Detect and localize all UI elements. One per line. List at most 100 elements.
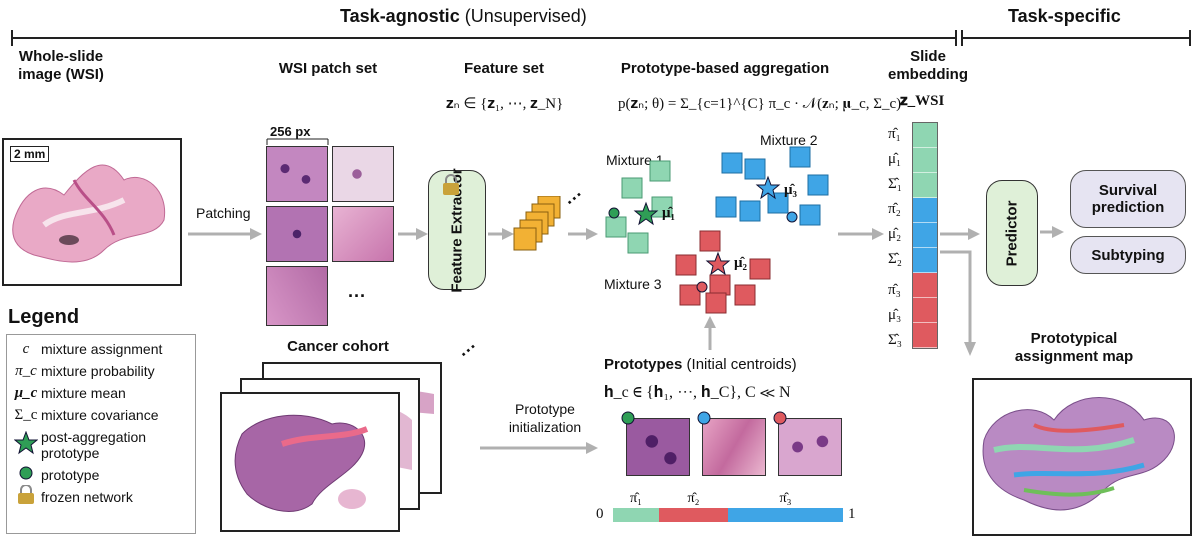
lock-icon — [18, 483, 34, 504]
emb-cell-2 — [913, 148, 937, 173]
arrow-to-outputs — [1040, 226, 1064, 238]
subtyping-label: Subtyping — [1091, 246, 1165, 264]
prototype-marker-green — [621, 411, 635, 425]
legend-text-frozen: frozen network — [41, 489, 133, 505]
legend-row-frozen: frozen network — [11, 483, 191, 510]
patch-5 — [266, 266, 328, 326]
assignment-map-title: Prototypical assignment map — [1014, 330, 1134, 365]
cohort-tissue-1-icon — [234, 414, 369, 512]
aggregation-title: Prototype-based aggregation — [620, 60, 830, 77]
prototypes-formula: 𝐡_c ∈ {𝐡₁, ⋯, 𝐡_C}, C ≪ N — [604, 384, 791, 401]
prototype-patch-3 — [778, 418, 842, 476]
arrow-to-feature-set — [488, 228, 514, 240]
mixture-3-label: Mixture 3 — [604, 276, 662, 292]
legend-text-pi: mixture probability — [41, 363, 155, 379]
emb-label-7: μ̂₃ — [888, 307, 902, 323]
probability-segment-1 — [613, 508, 659, 522]
assignment-map-tissue-icon — [982, 397, 1175, 511]
survival-prediction-box: Survival prediction — [1070, 170, 1186, 228]
prototypes-header: Prototypes (Initial centroids) — [604, 356, 797, 373]
emb-label-6: π̂₃ — [888, 282, 901, 298]
bar-end-label: 1 — [848, 506, 856, 522]
slide-embedding-bar — [912, 122, 938, 349]
mu2-label: μ̂₂ — [734, 255, 748, 271]
header-task-agnostic-text: Task-agnostic — [340, 6, 460, 26]
emb-label-2: Σ̂₁ — [888, 176, 902, 192]
prototype-patch-2 — [702, 418, 766, 476]
emb-cell-7 — [913, 273, 937, 298]
legend-box: c mixture assignment π_c mixture probabi… — [6, 334, 196, 534]
probability-segment-3 — [728, 508, 843, 522]
aggregation-formula: p(𝐳ₙ; θ) = Σ_{c=1}^{C} π_c · 𝒩(𝐳ₙ; 𝛍_c, … — [618, 96, 902, 112]
legend-lock-wrap — [11, 483, 41, 510]
emb-label-1: μ̂₁ — [888, 151, 902, 167]
wsi-title: Whole-slide image (WSI) — [18, 48, 104, 83]
probability-segment-2 — [659, 508, 728, 522]
arrow-to-assignment-map — [940, 250, 976, 356]
patch-set-title: WSI patch set — [278, 60, 378, 77]
probability-label-3: π̂₃ — [780, 491, 792, 506]
emb-cell-6 — [913, 248, 937, 273]
mixture-plot — [605, 146, 829, 314]
arrow-to-prototypes — [480, 442, 598, 454]
mu3-label: μ̂₃ — [784, 182, 798, 198]
cohort-ellipsis: ··· — [455, 336, 482, 364]
emb-cell-1 — [913, 123, 937, 148]
patch-1 — [266, 146, 328, 202]
cancer-cohort-title: Cancer cohort — [287, 338, 389, 355]
emb-label-8: Σ̂₃ — [888, 332, 902, 348]
emb-cell-8 — [913, 298, 937, 323]
prototype-marker-blue — [697, 411, 711, 425]
arrow-to-extractor — [398, 228, 428, 240]
mixture-1-label: Mixture 1 — [606, 152, 664, 168]
feature-set-formula: 𝐳ₙ ∈ {𝐳₁, ⋯, 𝐳_N} — [446, 96, 564, 112]
header-bracket — [11, 30, 1191, 46]
legend-text-post-prototype: post-aggregation prototype — [41, 429, 147, 461]
legend-row-mu: μ_c mixture mean — [11, 382, 191, 404]
header-unsupervised-text: (Unsupervised) — [464, 6, 587, 26]
wsi-image: 2 mm — [2, 138, 182, 286]
legend-text-mu: mixture mean — [41, 385, 126, 401]
legend-sym-mu: μ_c — [14, 384, 38, 401]
emb-label-3: π̂₂ — [888, 201, 901, 217]
arrow-to-predictor — [940, 228, 980, 240]
mu1-label: μ̂₁ — [662, 205, 676, 221]
emb-cell-3 — [913, 173, 937, 198]
emb-label-4: μ̂₂ — [888, 226, 902, 242]
header-task-specific: Task-specific — [1008, 6, 1121, 26]
slide-embedding-title: Slide embedding — [887, 48, 968, 83]
patch-2 — [332, 146, 394, 202]
emb-label-0: π̂₁ — [888, 126, 901, 142]
arrow-to-aggregation — [568, 228, 598, 240]
legend-title: Legend — [8, 306, 80, 328]
legend-sym-sigma: Σ_c — [14, 406, 38, 423]
feature-cubes-icon — [513, 196, 561, 251]
patch-4 — [332, 206, 394, 262]
predictor-box: Predictor — [986, 180, 1038, 286]
patching-arrow — [188, 228, 262, 240]
feature-set-title: Feature set — [463, 60, 545, 77]
emb-cell-9 — [913, 323, 937, 348]
arrow-up-from-prototypes — [704, 316, 716, 350]
survival-prediction-label: Survival prediction — [1091, 182, 1165, 216]
patch-size-bracket — [266, 138, 329, 145]
legend-sym-c: c — [22, 340, 30, 357]
legend-row-c: c mixture assignment — [11, 338, 191, 360]
legend-text-sigma: mixture covariance — [41, 407, 159, 423]
prototype-patch-1 — [626, 418, 690, 476]
init-label: Prototype initialization — [508, 401, 582, 435]
legend-text-c: mixture assignment — [41, 341, 163, 357]
prototypes-subtitle: (Initial centroids) — [686, 356, 797, 373]
emb-label-5: Σ̂₂ — [888, 251, 902, 267]
patch-3 — [266, 206, 328, 262]
predictor-label: Predictor — [1003, 200, 1021, 266]
header-task-agnostic: Task-agnostic (Unsupervised) — [340, 6, 587, 27]
probability-label-2: π̂₂ — [688, 491, 700, 506]
prototypes-title: Prototypes — [604, 356, 683, 373]
assignment-map-image — [972, 378, 1192, 536]
legend-row-sigma: Σ_c mixture covariance — [11, 404, 191, 426]
circle-icon — [19, 466, 33, 479]
wsi-tissue-icon — [12, 164, 166, 263]
prototype-marker-red — [773, 411, 787, 425]
